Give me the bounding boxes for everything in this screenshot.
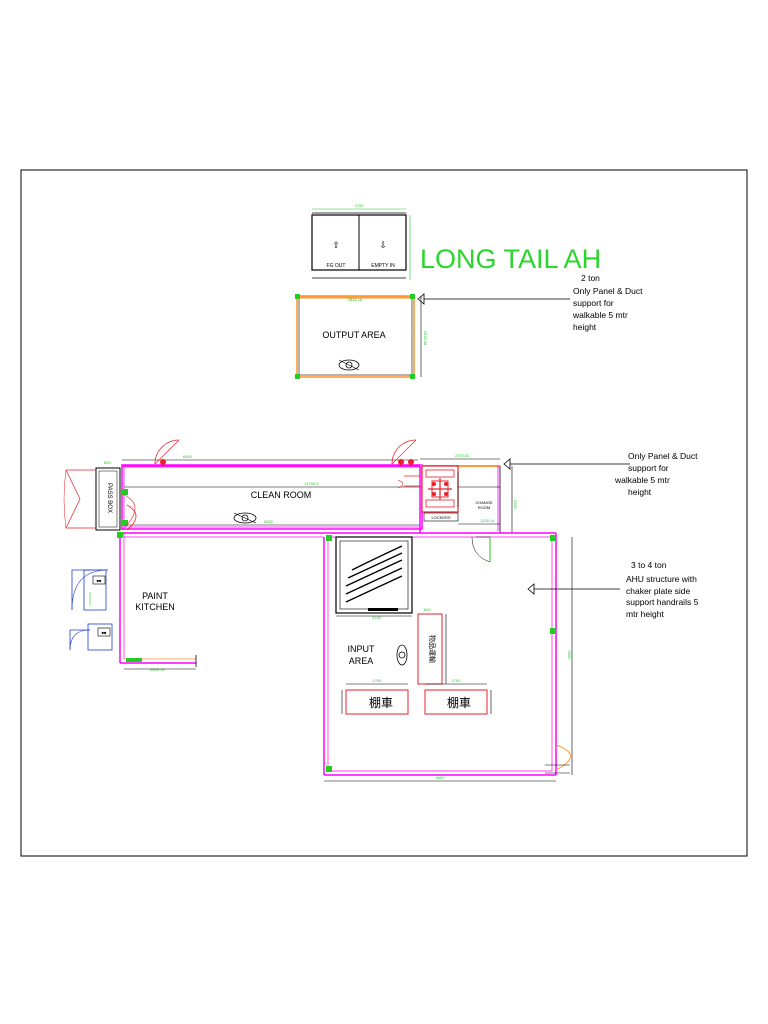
dim-output-height: 2928.98 [423,331,428,346]
door-swing-icon [65,469,96,529]
door-swing-icon [126,504,137,531]
label-clean-room: CLEAN ROOM [251,490,312,500]
mixing-equipment-icon: ■■ [71,569,109,611]
note-right-line-4: support handrails 5 [626,597,699,607]
sink-equipment-icon: ■■ [69,623,113,651]
label-fg-out: FG OUT [327,263,346,269]
dim-cart-width-2: 1700 [452,678,462,683]
dim-output-width: 2828.16 [348,297,363,302]
output-area-room: 2828.16 2928.98 OUTPUT AREA [295,293,570,379]
door-swing-icon [154,439,180,465]
note-middle-line-3: walkable 5 mtr [614,475,670,485]
eye-symbol-icon [338,359,360,371]
note-middle-line-1: Only Panel & Duct [628,451,698,461]
note-middle-line-4: height [628,487,652,497]
note-right-line-1: 3 to 4 ton [631,560,667,570]
note-right-line-2: AHU structure with [626,574,697,584]
top-gate-unit: 2700 ⇧ ⇩ FG OUT EMPTY IN [311,203,411,280]
dim-bottom-width: 9600 [436,775,446,780]
dim-clean-top-left: 6400 [183,454,193,459]
label-pass-box: PASS BOX [106,483,112,513]
leader-arrow-icon [527,583,535,595]
dim-clean-inner: 14790.2 [304,481,319,486]
note-top-line-5: height [573,322,597,332]
paint-kitchen: 2009.78 PAINT KITCHEN ■■ ■■ [69,532,328,672]
label-change-room-2: ROOM [478,505,490,510]
down-arrow-icon: ⇩ [379,240,387,250]
dim-clean-right: 2600 [513,500,518,510]
page-title: LONG TAIL AH [420,244,601,274]
label-cart-2: 棚車 [447,695,471,710]
dim-cart-width-1: 1700 [373,678,383,683]
note-top-ahu: 2 ton Only Panel & Duct support for walk… [572,273,643,332]
label-paint-kitchen-1: PAINT [142,591,168,601]
dim-input-box: 800 [424,607,431,612]
dim-kitchen-width: 2009.78 [150,667,165,672]
rack-shelf-icon [345,545,403,603]
label-cart-1: 棚車 [369,695,393,710]
note-top-line-2: Only Panel & Duct [573,286,643,296]
note-top-line-3: support for [573,298,614,308]
label-empty-in: EMPTY IN [371,263,395,269]
leader-arrow-icon [417,293,425,305]
note-right-line-5: mtr height [626,609,664,619]
input-area: 9600 5900 2100 INPUT AREA 物品運輸 800 1700 [323,532,573,782]
dim-input-cage: 2100 [372,615,382,620]
door-swing-icon [555,744,571,771]
note-middle-line-2: support for [628,463,669,473]
dim-clean-bottom: 6300 [264,519,274,524]
label-paint-kitchen-2: KITCHEN [135,602,175,612]
svg-text:■■: ■■ [102,630,107,635]
label-vertical-box: 物品運輸 [428,635,437,663]
label-output-area: OUTPUT AREA [322,330,385,340]
note-right-line-3: chaker plate side [626,586,691,596]
dim-right-height: 5900 [567,651,572,661]
dim-change-room-width: 1328.14 [480,518,495,523]
note-right-ahu: 3 to 4 ton AHU structure with chaker pla… [626,560,699,619]
eye-symbol-vertical-icon [396,644,408,666]
label-change-room-1: CHANGE [475,500,492,505]
note-top-line-1: 2 ton [581,273,600,283]
dim-top-unit-width: 2700 [355,203,365,208]
pass-box: PASS BOX [63,467,136,531]
leader-arrow-icon [503,458,511,470]
door-swing-icon [391,439,417,465]
label-lockers: LOCKERS [431,515,450,520]
change-room: CHANGE ROOM LOCKERS 1328.14 [397,465,500,533]
note-middle-ahu: Only Panel & Duct support for walkable 5… [614,451,698,497]
dim-pass-box-width: 800 [104,460,111,465]
dim-clean-top-right: 2370.61 [455,453,470,458]
drawing-border [20,169,748,857]
note-top-line-4: walkable 5 mtr [572,310,628,320]
up-arrow-icon: ⇧ [332,240,340,250]
label-input-area-1: INPUT [348,644,376,654]
label-input-area-2: AREA [349,656,374,666]
eye-symbol-icon [233,512,257,524]
svg-text:■■: ■■ [97,578,102,583]
